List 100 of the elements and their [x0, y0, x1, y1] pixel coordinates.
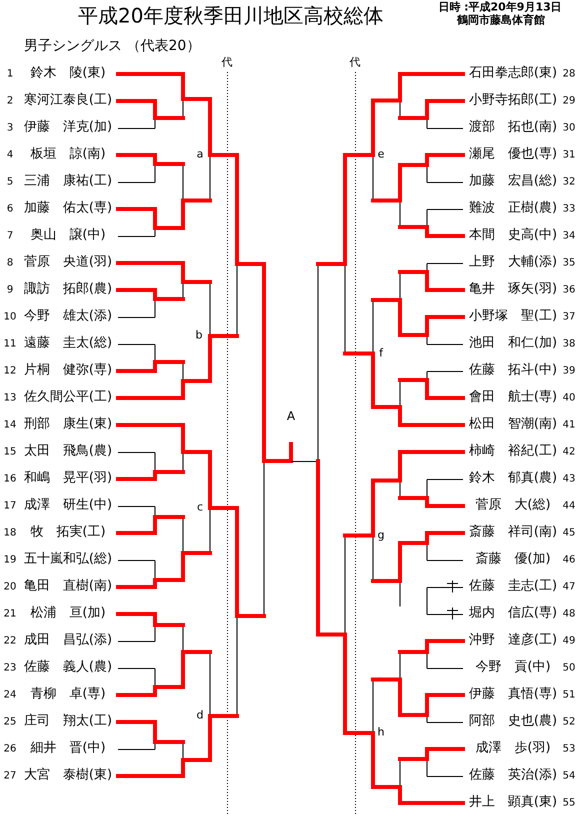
block-letter: h	[378, 726, 384, 740]
draw-number: 1	[6, 68, 14, 80]
player-name: 成澤 歩(羽)	[475, 742, 551, 756]
draw-number: 5	[6, 176, 14, 188]
block-letter: b	[196, 330, 202, 342]
draw-number: 19	[4, 554, 16, 566]
draw-number: 31	[562, 149, 576, 161]
title: 平成20年度秋季田川地区高校総体	[78, 4, 384, 28]
player-name: 本間 史高(中)	[468, 228, 558, 244]
draw-number: 28	[562, 68, 576, 80]
draw-number: 9	[6, 284, 14, 296]
draw-number: 11	[4, 338, 16, 350]
player-name: 菅原 大(総)	[475, 498, 551, 514]
block-letter: c	[196, 502, 204, 514]
block-letter: a	[196, 148, 204, 162]
player-name: 三浦 康祐(工)	[24, 174, 112, 190]
player-name: 片桐 健弥(専)	[24, 364, 112, 378]
draw-number: 54	[562, 770, 576, 782]
player-name: 沖野 達彦(工)	[468, 634, 558, 648]
draw-number: 8	[6, 257, 14, 269]
player-name: 今野 貢(中)	[475, 660, 551, 676]
draw-number: 21	[4, 608, 16, 620]
draw-number: 24	[4, 689, 16, 701]
representative-mark: 代	[222, 56, 232, 70]
player-name: 成澤 研生(中)	[24, 498, 112, 514]
player-name: 堀内 信広(専)	[468, 606, 558, 622]
player-name: 松浦 亘(加)	[30, 606, 106, 622]
draw-number: 45	[562, 527, 576, 539]
draw-number: 43	[562, 473, 576, 485]
draw-number: 51	[562, 689, 576, 701]
block-letter: d	[196, 710, 204, 722]
draw-number: 3	[6, 122, 14, 134]
draw-number: 53	[562, 743, 576, 755]
player-name: 諏訪 拓郎(農)	[24, 282, 112, 298]
representative-mark: 代	[350, 56, 360, 70]
draw-number: 35	[562, 257, 576, 269]
draw-number: 10	[4, 311, 16, 323]
player-name: 石田拳志郎(東)	[468, 66, 558, 82]
player-name: 大宮 泰樹(東)	[24, 768, 112, 784]
draw-number: 36	[562, 284, 576, 296]
draw-number: 50	[562, 662, 576, 674]
block-letter: e	[378, 148, 384, 162]
draw-number: 41	[562, 419, 576, 431]
player-name: 難波 正樹(農)	[468, 202, 558, 216]
player-name: 井上 顕真(東)	[468, 796, 558, 810]
player-name: 佐藤 拓斗(中)	[468, 364, 558, 378]
player-name: 松田 智潮(南)	[468, 418, 558, 432]
draw-number: 46	[562, 554, 576, 566]
player-name: 瀬尾 優也(専)	[468, 148, 558, 162]
player-name: 刑部 康生(東)	[24, 418, 112, 432]
draw-number: 27	[4, 770, 16, 782]
player-name: 庄司 翔太(工)	[24, 714, 112, 730]
player-name: 佐藤 圭志(工)	[468, 580, 558, 594]
draw-number: 29	[562, 95, 576, 107]
date-text: 日時 :平成20年9月13日	[438, 2, 562, 14]
block-letter: f	[379, 347, 383, 360]
player-name: 遠藤 圭太(総)	[24, 336, 112, 352]
venue-text: 鶴岡市藤島体育館	[457, 14, 545, 28]
player-name: 會田 航士(専)	[468, 390, 558, 406]
player-name: 伊藤 洋克(加)	[24, 120, 112, 136]
player-name: 奥山 譲(中)	[30, 228, 106, 244]
draw-number: 25	[4, 716, 16, 728]
draw-number: 14	[4, 419, 16, 431]
draw-number: 38	[562, 338, 576, 350]
player-name: 加藤 宏昌(総)	[468, 174, 558, 190]
draw-number: 4	[6, 149, 14, 161]
draw-number: 52	[562, 716, 576, 728]
player-name: 菅原 央道(羽)	[24, 256, 112, 270]
final-letter: A	[286, 410, 296, 424]
draw-number: 20	[4, 581, 16, 593]
player-name: 佐藤 義人(農)	[24, 660, 112, 676]
draw-number: 30	[562, 122, 576, 134]
draw-number: 37	[562, 311, 576, 323]
player-name: 小野寺拓郎(工)	[468, 94, 558, 108]
player-name: 斎藤 優(加)	[475, 552, 551, 568]
player-name: 和嶋 晃平(羽)	[24, 472, 112, 486]
player-name: 成田 昌弘(添)	[24, 634, 112, 648]
player-name: 小野塚 聖(工)	[468, 310, 558, 324]
draw-number: 15	[4, 446, 16, 458]
player-name: 伊藤 真悟(専)	[468, 688, 558, 702]
player-name: 青柳 卓(専)	[30, 688, 106, 702]
draw-number: 23	[4, 662, 16, 674]
draw-number: 40	[562, 392, 576, 404]
player-name: 池田 和仁(加)	[468, 336, 558, 352]
event-subtitle: 男子シングルス （代表20）	[24, 38, 200, 54]
player-name: 寒河江泰良(工)	[24, 94, 112, 108]
player-name: 細井 晋(中)	[30, 742, 106, 756]
player-name: 鈴木 陵(東)	[30, 66, 106, 82]
player-name: 鈴木 郁真(農)	[468, 472, 558, 486]
draw-number: 12	[4, 365, 16, 377]
draw-number: 42	[562, 446, 576, 458]
draw-number: 44	[562, 500, 576, 512]
block-letter: g	[378, 529, 384, 542]
player-name: 亀田 直樹(南)	[24, 580, 112, 594]
player-name: 加藤 佑太(専)	[24, 202, 112, 216]
draw-number: 49	[562, 635, 576, 647]
draw-number: 2	[6, 95, 14, 107]
draw-number: 55	[562, 797, 576, 809]
draw-number: 48	[562, 608, 576, 620]
player-name: 佐藤 英治(添)	[468, 768, 558, 784]
